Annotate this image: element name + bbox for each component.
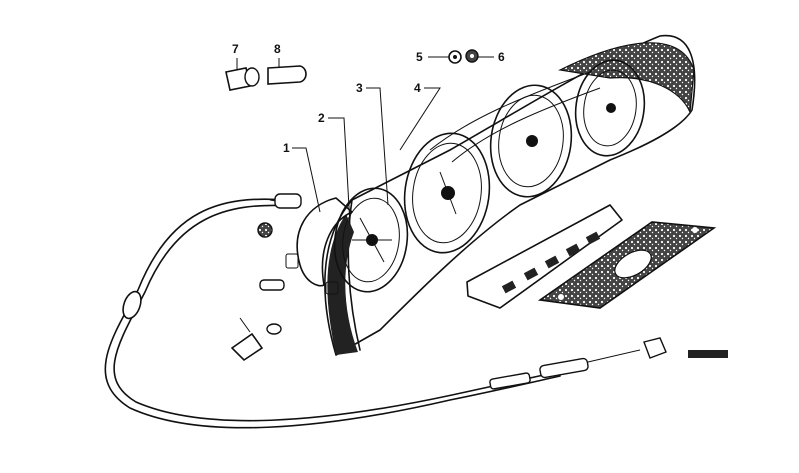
nut — [465, 49, 479, 63]
callout-2: 2 — [318, 111, 325, 125]
callout-8: 8 — [274, 42, 281, 56]
bulb-holder — [259, 279, 285, 291]
gauge-left — [333, 187, 409, 293]
bulb-socket — [225, 67, 260, 91]
gauge-center-left — [403, 132, 491, 254]
speedometer-cable — [104, 193, 728, 429]
knurled-nut — [257, 222, 273, 238]
callout-5: 5 — [416, 50, 423, 64]
callout-1: 1 — [283, 141, 290, 155]
callout-6: 6 — [498, 50, 505, 64]
bulb — [267, 65, 307, 85]
callout-7: 7 — [232, 42, 239, 56]
warning-light-strip — [466, 204, 623, 309]
washer — [448, 50, 462, 64]
callout-3: 3 — [356, 81, 363, 95]
instrument-housing — [324, 34, 696, 356]
callout-4: 4 — [414, 81, 421, 95]
gauge-right — [574, 59, 646, 157]
trip-reset-knob — [230, 317, 282, 362]
leader-lines — [236, 56, 494, 226]
gasket-plate — [537, 221, 717, 309]
speedometer-body — [285, 197, 353, 295]
gauge-center-right — [489, 84, 573, 198]
